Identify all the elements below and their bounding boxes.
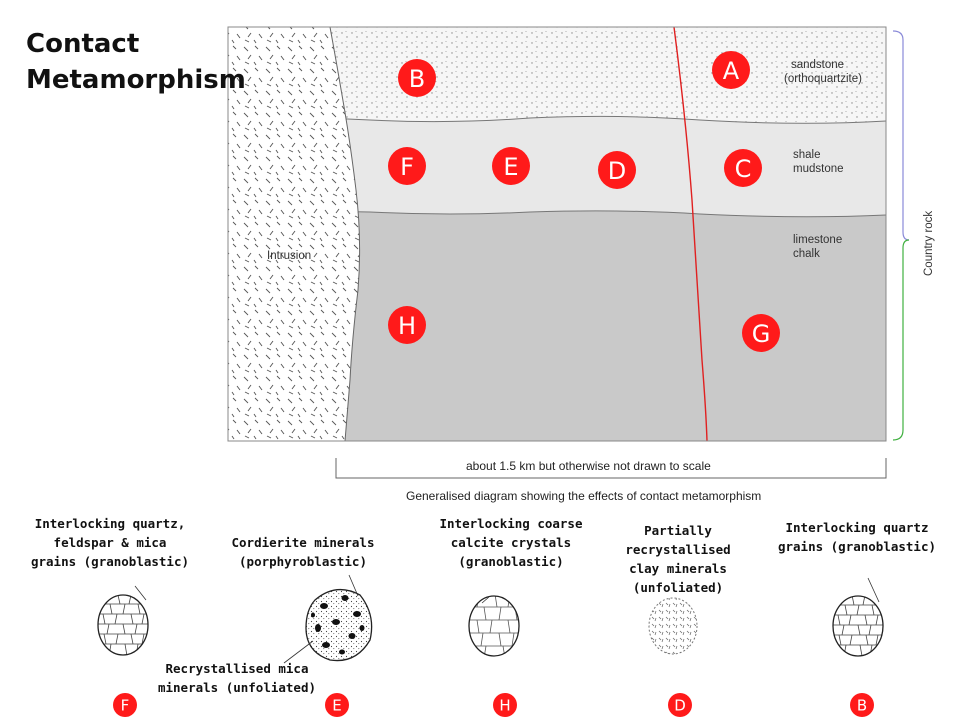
intrusion-body (227, 26, 361, 442)
svg-text:grains (granoblastic): grains (granoblastic) (778, 539, 936, 554)
diagram-caption: Generalised diagram showing the effects … (406, 489, 761, 503)
title-line-2: Metamorphism (26, 65, 246, 95)
marker-b: B (398, 59, 436, 97)
sandstone-label-1: sandstone (791, 59, 844, 71)
marker-e: E (492, 147, 530, 185)
marker-c: C (724, 149, 762, 187)
bottom-marker-f: F (113, 693, 137, 717)
shale-label-2: mudstone (793, 163, 844, 175)
svg-text:feldspar & mica: feldspar & mica (54, 535, 167, 550)
title-line-1: Contact (26, 29, 139, 59)
svg-text:Interlocking quartz: Interlocking quartz (786, 520, 929, 535)
svg-text:D: D (674, 697, 686, 715)
svg-text:Partially: Partially (644, 523, 712, 538)
description-b: Interlocking quartz grains (granoblastic… (778, 520, 936, 554)
svg-text:E: E (503, 153, 518, 181)
svg-text:Cordierite minerals: Cordierite minerals (232, 535, 375, 550)
svg-text:F: F (121, 697, 130, 715)
limestone-label-2: chalk (793, 248, 820, 260)
thin-section-d (648, 597, 698, 655)
svg-text:Interlocking quartz,: Interlocking quartz, (35, 516, 186, 531)
thin-section-f (97, 585, 149, 656)
shale-label-1: shale (793, 149, 821, 161)
marker-f: F (388, 147, 426, 185)
marker-d: D (598, 151, 636, 189)
description-h: Interlocking coarse calcite crystals (gr… (440, 516, 583, 569)
svg-text:(porphyroblastic): (porphyroblastic) (239, 554, 367, 569)
country-rock-label: Country rock (923, 211, 935, 276)
svg-text:grains (granoblastic): grains (granoblastic) (31, 554, 189, 569)
intrusion-label: Intrusion (267, 250, 311, 262)
sandstone-label-2: (orthoquartzite) (784, 73, 862, 85)
svg-text:F: F (400, 153, 414, 181)
cross-section-diagram: sandstone (orthoquartzite) shale mudston… (227, 26, 935, 503)
svg-text:C: C (735, 155, 752, 183)
svg-text:calcite crystals: calcite crystals (451, 535, 571, 550)
diagram-frame (227, 26, 887, 442)
svg-text:Recrystallised mica: Recrystallised mica (166, 661, 309, 676)
country-rock-bracket-bottom (892, 239, 910, 441)
marker-h: H (388, 306, 426, 344)
description-d: Partially recrystallised clay minerals (… (625, 523, 730, 595)
thin-section-h (468, 595, 520, 657)
description-e: Cordierite minerals (porphyroblastic) (232, 535, 375, 569)
bottom-marker-d: D (668, 693, 692, 717)
svg-text:B: B (857, 697, 867, 715)
thin-section-e (283, 574, 373, 664)
svg-text:H: H (398, 312, 416, 340)
svg-text:D: D (608, 157, 626, 185)
svg-text:E: E (332, 697, 341, 715)
shale-layer (228, 116, 886, 218)
svg-text:(unfoliated): (unfoliated) (633, 580, 723, 595)
svg-text:clay minerals: clay minerals (629, 561, 727, 576)
svg-text:minerals (unfoliated): minerals (unfoliated) (158, 680, 316, 695)
svg-text:H: H (499, 697, 510, 715)
country-rock-bracket-top (892, 30, 910, 241)
description-e-mica: Recrystallised mica minerals (unfoliated… (158, 661, 316, 695)
description-f: Interlocking quartz, feldspar & mica gra… (31, 516, 189, 569)
svg-text:B: B (409, 65, 425, 93)
svg-text:recrystallised: recrystallised (625, 542, 730, 557)
svg-text:A: A (723, 57, 740, 85)
metamorphic-aureole-boundary (673, 26, 708, 442)
bottom-marker-h: H (493, 693, 517, 717)
scale-note: about 1.5 km but otherwise not drawn to … (466, 459, 711, 473)
svg-text:(granoblastic): (granoblastic) (458, 554, 563, 569)
scale-bar (335, 458, 887, 479)
limestone-label-1: limestone (793, 234, 842, 246)
marker-g: G (742, 314, 780, 352)
svg-text:G: G (752, 320, 771, 348)
thin-section-b (832, 577, 884, 657)
svg-text:Interlocking coarse: Interlocking coarse (440, 516, 583, 531)
bottom-marker-b: B (850, 693, 874, 717)
marker-a: A (712, 51, 750, 89)
bottom-marker-e: E (325, 693, 349, 717)
limestone-layer (228, 210, 886, 441)
